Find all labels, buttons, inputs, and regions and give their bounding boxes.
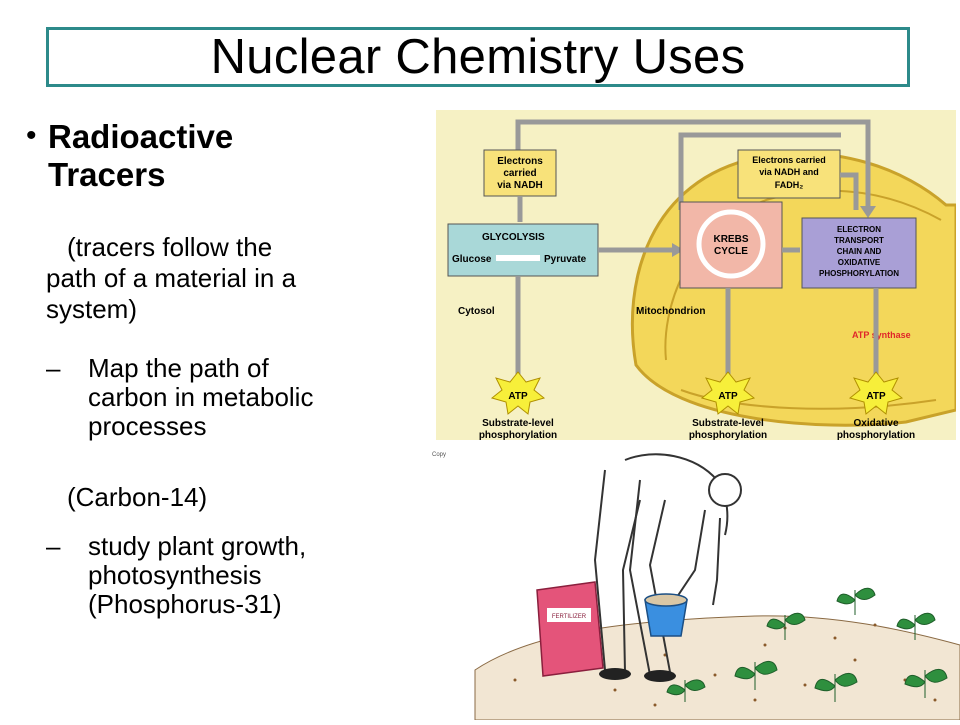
etc-label: CHAIN AND bbox=[837, 247, 882, 256]
copyright-mark: Copy bbox=[432, 452, 447, 458]
atp-caption: phosphorylation bbox=[689, 430, 767, 440]
bucket-rim bbox=[644, 593, 688, 607]
bullet-radioactive-tracers: • Radioactive Tracers bbox=[26, 118, 348, 194]
atp-caption: Substrate-level bbox=[482, 418, 554, 429]
electrons-fadh-line: FADH₂ bbox=[775, 180, 804, 190]
sub-item-dash: – bbox=[46, 531, 61, 561]
electrons-fadh-line: Electrons carried bbox=[752, 155, 826, 165]
electrons-nadh-box bbox=[483, 149, 557, 197]
bag-label-area bbox=[547, 608, 591, 622]
seedlings bbox=[666, 587, 948, 702]
electrons-fadh-line: via NADH and bbox=[759, 167, 819, 177]
sub-item-plant-growth: – study plant growth, photosynthesis (Ph… bbox=[46, 532, 418, 619]
etc-label: TRANSPORT bbox=[834, 236, 884, 245]
electrons-nadh-line: carried bbox=[503, 168, 536, 179]
atp-caption: phosphorylation bbox=[479, 430, 557, 440]
sub-item-line: carbon in metabolic bbox=[88, 382, 314, 412]
atp-star-2: ATP bbox=[700, 371, 756, 415]
arrow-top-nadh bbox=[515, 119, 871, 210]
bag-label: FERTILIZER bbox=[552, 614, 587, 620]
cellular-respiration-diagram: Electrons carried via NADH Electrons car… bbox=[436, 110, 956, 440]
atp-synthase-label: ATP synthase bbox=[852, 330, 911, 340]
gardener-illustration: FERTILIZER bbox=[455, 440, 960, 721]
sub-item-line: processes bbox=[88, 411, 207, 441]
glucose-label: Glucose bbox=[452, 254, 492, 265]
slide-title: Nuclear Chemistry Uses bbox=[210, 30, 746, 84]
arrowhead bbox=[672, 243, 684, 257]
gardener-svg: FERTILIZER bbox=[474, 453, 960, 721]
krebs-label: KREBS bbox=[713, 234, 748, 245]
tracer-description: (tracers follow the path of a material i… bbox=[46, 232, 296, 325]
electrons-fadh-box bbox=[737, 149, 841, 199]
arrow-top-fadh bbox=[678, 132, 841, 210]
krebs-label: CYCLE bbox=[714, 246, 748, 257]
sub-item-carbon-path: – Map the path of carbon in metabolic pr… bbox=[46, 354, 418, 441]
etc-label: PHOSPHORYLATION bbox=[819, 269, 899, 278]
atp-star-1: ATP bbox=[490, 371, 546, 415]
atp-star-3: ATP bbox=[848, 371, 904, 415]
electrons-nadh-line: Electrons bbox=[497, 156, 543, 167]
atp-label: ATP bbox=[508, 391, 528, 402]
shoe bbox=[644, 670, 676, 682]
glycolysis-label: GLYCOLYSIS bbox=[482, 232, 545, 243]
bullet-marker: • bbox=[26, 119, 37, 152]
shoe bbox=[599, 668, 631, 680]
sub-item-line: study plant growth, bbox=[88, 531, 307, 561]
cytosol-label: Cytosol bbox=[458, 306, 495, 317]
title-box: Nuclear Chemistry Uses bbox=[46, 27, 910, 87]
carbon-note: (Carbon-14) bbox=[67, 482, 208, 512]
description-line: path of a material in a bbox=[46, 263, 297, 293]
description-line: system) bbox=[46, 294, 137, 324]
atp-caption: Substrate-level bbox=[692, 418, 764, 429]
fertilizer-bag bbox=[536, 581, 604, 677]
description-line: (tracers follow the bbox=[67, 232, 273, 262]
pyruvate-label: Pyruvate bbox=[544, 254, 587, 265]
krebs-cycle-circle bbox=[696, 209, 766, 279]
soil-speckles bbox=[513, 623, 937, 707]
sub-item-dash: – bbox=[46, 353, 61, 383]
sub-item-line: (Phosphorus-31) bbox=[88, 589, 282, 619]
sub-item-line: Map the path of bbox=[88, 353, 269, 383]
atp-caption: phosphorylation bbox=[837, 430, 915, 440]
atp-caption: Oxidative bbox=[853, 418, 898, 429]
bullet-heading: Radioactive Tracers bbox=[48, 118, 234, 193]
etc-box bbox=[801, 217, 917, 289]
atp-label: ATP bbox=[718, 391, 738, 402]
etc-label: ELECTRON bbox=[837, 225, 881, 234]
diagram-svg: Electrons carried via NADH Electrons car… bbox=[447, 119, 956, 440]
atp-label: ATP bbox=[866, 391, 886, 402]
sub-item-line: photosynthesis bbox=[88, 560, 262, 590]
mitochondrion-label: Mitochondrion bbox=[636, 306, 705, 317]
electrons-nadh-line: via NADH bbox=[497, 180, 543, 191]
arrowhead bbox=[860, 206, 876, 218]
etc-label: OXIDATIVE bbox=[838, 258, 881, 267]
arrow-fadh-down bbox=[840, 172, 859, 210]
